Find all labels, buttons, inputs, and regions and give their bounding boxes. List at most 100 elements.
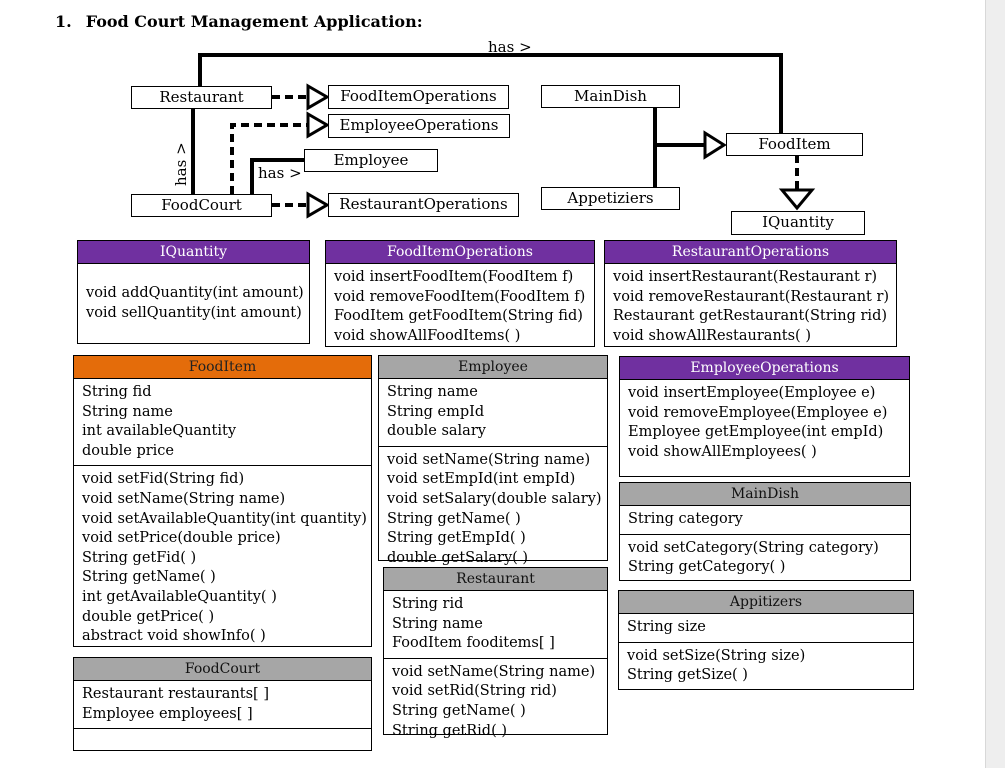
class-food-court: FoodCourt Restaurant restaurants[ ]Emplo… [73,657,372,751]
fields-section: String category [620,506,910,535]
methods-section: void insertFoodItem(FoodItem f)void remo… [326,264,594,350]
methods-section: void setName(String name) void setRid(Str… [384,659,607,745]
method-item: void setName(String name) [387,451,591,468]
method-item: String getName( ) [387,510,521,527]
method-item: void setName(String name) [82,490,286,507]
field-item: String name [387,384,478,400]
section-title: Food Court Management Application: [85,12,423,31]
diagram-box-iquantity: IQuantity [731,211,865,235]
method-item: void addQuantity(int amount) [86,285,304,301]
fields-section: Restaurant restaurants[ ]Employee employ… [74,681,371,730]
field-item: Employee employees[ ] [82,705,253,722]
method-item: void setCategory(String category) [628,539,879,556]
diagram-box-employee-operations: EmployeeOperations [328,114,510,138]
diagram-box-food-court: FoodCourt [131,194,272,217]
class-name: IQuantity [78,241,309,264]
arrow-head-fio [306,83,330,111]
fields-section: String size [619,614,913,643]
method-item: void setPrice(double price) [82,530,281,547]
method-item: Employee getEmployee(int empId) [628,424,884,441]
method-item: String getRid( ) [392,722,508,739]
section-heading: 1. Food Court Management Application: [55,12,423,31]
method-item: void showAllRestaurants( ) [613,327,811,344]
class-food-item-operations: FoodItemOperations void insertFoodItem(F… [325,240,595,347]
section-number: 1. [55,12,72,31]
arrow-head-ro [306,191,330,219]
field-item: int availableQuantity [82,423,237,440]
class-iquantity: IQuantity void addQuantity(int amount)vo… [77,240,310,344]
relationship-diagram: has > has > has > [172,38,816,219]
field-item: String name [82,403,173,420]
has-line-top [198,53,783,133]
class-name: RestaurantOperations [605,241,896,264]
class-employee-operations: EmployeeOperations void insertEmployee(E… [619,356,910,477]
method-item: void insertRestaurant(Restaurant r) [613,269,878,285]
methods-section: void setName(String name) void setEmpId(i… [379,447,607,573]
diagram-box-employee: Employee [304,149,438,172]
class-name: FoodItemOperations [326,241,594,264]
field-item: double price [82,442,175,459]
class-restaurant-operations: RestaurantOperations void insertRestaura… [604,240,897,347]
has-label-top: has > [488,38,532,56]
class-name: Restaurant [384,568,607,591]
field-item: String size [627,619,706,635]
class-name: FoodItem [74,356,371,379]
field-item: String empId [387,403,485,420]
method-item: String getCategory( ) [628,559,786,576]
method-item: void setFid(String fid) [82,471,245,488]
class-name: MainDish [620,483,910,506]
method-item: void setSalary(double salary) [387,490,602,507]
method-item: void setName(String name) [392,663,596,680]
class-name: Appitizers [619,591,913,614]
method-item: void removeEmployee(Employee e) [628,404,888,421]
class-name: FoodCourt [74,658,371,681]
class-name: EmployeeOperations [620,357,909,380]
diagram-box-food-item-operations: FoodItemOperations [328,85,509,109]
method-item: void showAllFoodItems( ) [334,327,521,344]
diagram-box-restaurant: Restaurant [131,86,272,109]
has-label-left: has > [172,142,190,186]
method-item: void setEmpId(int empId) [387,471,576,488]
has-label-mid: has > [258,164,302,182]
method-item: String getSize( ) [627,667,748,684]
method-item: double getSalary( ) [387,549,529,566]
arrow-head-eo [306,111,330,139]
field-item: String category [628,511,743,527]
method-item: String getEmpId( ) [387,530,526,547]
methods-section: void addQuantity(int amount)void sellQua… [78,264,309,327]
method-item: int getAvailableQuantity( ) [82,588,277,605]
method-item: String getName( ) [82,569,216,586]
methods-section: void insertRestaurant(Restaurant r) void … [605,264,896,350]
has-line-mid [250,158,305,194]
method-item: void removeRestaurant(Restaurant r) [613,288,890,305]
field-item: String name [392,615,483,632]
diagram-box-restaurant-operations: RestaurantOperations [328,193,519,217]
method-item: String getName( ) [392,702,526,719]
method-item: Restaurant getRestaurant(String rid) [613,308,888,325]
arrow-head-fooditem [703,130,727,160]
methods-section: void setCategory(String category) String … [620,535,910,582]
diagram-box-food-item: FoodItem [726,133,863,156]
dash-foodcourt-eo [230,123,308,194]
method-item: void insertEmployee(Employee e) [628,385,876,401]
diagram-box-main-dish: MainDish [541,85,680,108]
method-item: void setSize(String size) [627,647,806,664]
method-item: double getPrice( ) [82,608,215,625]
class-appetizers: Appitizers String size void setSize(Stri… [618,590,914,690]
methods-section [74,729,371,753]
page-edge [985,0,1005,768]
method-item: void setRid(String rid) [392,683,557,700]
class-main-dish: MainDish String category void setCategor… [619,482,911,581]
arrow-head-iquantity [778,188,816,211]
field-item: FoodItem fooditems[ ] [392,635,555,652]
field-item: String fid [82,384,152,400]
method-item: void removeFoodItem(FoodItem f) [334,288,586,305]
methods-section: void setFid(String fid) void setName(Stri… [74,466,371,650]
method-item: String getFid( ) [82,549,197,566]
methods-section: void setSize(String size) String getSize(… [619,643,913,690]
method-item: void showAllEmployees( ) [628,443,817,460]
